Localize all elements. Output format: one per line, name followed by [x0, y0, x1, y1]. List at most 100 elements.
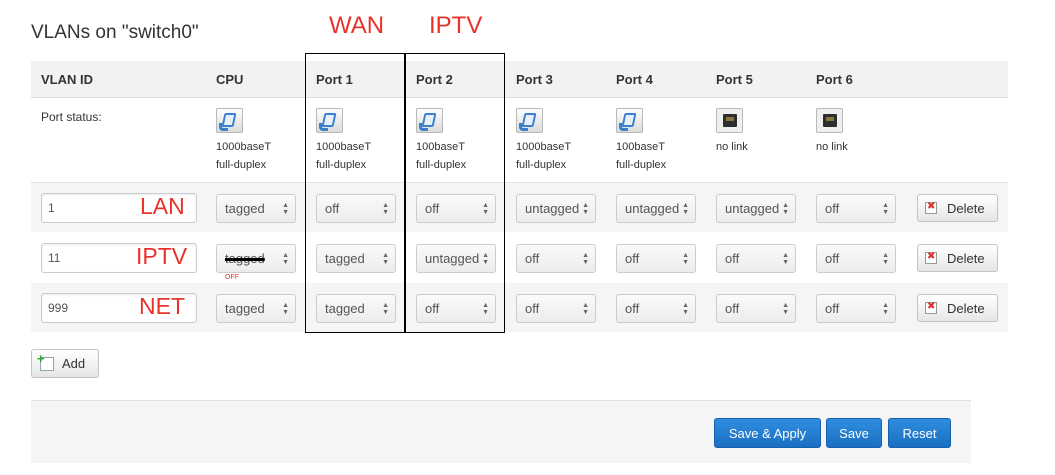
select-arrows-icon: ▲▼	[382, 302, 389, 316]
select-arrows-icon: ▲▼	[282, 302, 289, 316]
port-6-select[interactable]: off▲▼	[816, 194, 896, 223]
port-speed: 1000baseT	[516, 141, 572, 153]
select-arrows-icon: ▲▼	[882, 202, 889, 216]
port-2-select[interactable]: untagged▲▼	[416, 244, 496, 273]
port-speed: no link	[716, 141, 748, 153]
cpu-select[interactable]: tagged▲▼	[216, 244, 296, 273]
add-icon	[37, 351, 54, 371]
footer-actions: Save & Apply Save Reset	[31, 400, 971, 463]
port-speed: 100baseT	[616, 141, 665, 153]
delete-button[interactable]: Delete	[917, 194, 998, 222]
port-status-port-3: 1000baseT full-duplex	[516, 108, 606, 174]
ethernet-link-icon	[416, 108, 443, 133]
port-duplex: full-duplex	[316, 159, 367, 171]
port-2-select[interactable]: off▲▼	[416, 294, 496, 323]
ethernet-nolink-icon	[816, 108, 843, 133]
port-speed: no link	[816, 141, 848, 153]
port-speed: 1000baseT	[316, 141, 372, 153]
ethernet-link-icon	[516, 108, 543, 133]
iptv-row-annotation: IPTV	[136, 243, 188, 269]
port-3-select[interactable]: untagged▲▼	[516, 194, 596, 223]
cpu-select[interactable]: tagged▲▼	[216, 194, 296, 223]
ethernet-link-icon	[216, 108, 243, 133]
header-port-2: Port 2	[416, 72, 453, 87]
reset-button[interactable]: Reset	[888, 418, 951, 448]
port-duplex: full-duplex	[416, 159, 467, 171]
header-vlan-id: VLAN ID	[41, 72, 93, 87]
port-duplex: full-duplex	[216, 159, 267, 171]
table-row: LAN tagged▲▼ off▲▼ off▲▼ untagged▲▼ unta…	[31, 183, 1008, 233]
port-4-select[interactable]: untagged▲▼	[616, 194, 696, 223]
port-speed: 100baseT	[416, 141, 465, 153]
delete-button[interactable]: Delete	[917, 244, 998, 272]
net-annotation: NET	[139, 293, 185, 319]
port-speed: 1000baseT	[216, 141, 272, 153]
select-arrows-icon: ▲▼	[682, 252, 689, 266]
delete-icon	[925, 201, 937, 214]
save-button[interactable]: Save	[826, 418, 882, 448]
delete-icon	[925, 251, 937, 264]
table-row: IPTV tagged▲▼ OFF tagged▲▼ untagged▲▼ of…	[31, 233, 1008, 283]
port-5-select[interactable]: off▲▼	[716, 294, 796, 323]
lan-annotation: LAN	[140, 193, 185, 219]
port-duplex: full-duplex	[516, 159, 567, 171]
vlan-id-input[interactable]	[41, 193, 197, 223]
delete-button[interactable]: Delete	[917, 294, 998, 322]
ethernet-link-icon	[616, 108, 643, 133]
vlan-id-input[interactable]	[41, 243, 197, 273]
off-note: OFF	[225, 274, 239, 281]
port-status-port-5: no link	[716, 108, 806, 156]
ethernet-link-icon	[316, 108, 343, 133]
port-3-select[interactable]: off▲▼	[516, 244, 596, 273]
cpu-select[interactable]: tagged▲▼	[216, 294, 296, 323]
port-1-select[interactable]: tagged▲▼	[316, 244, 396, 273]
port-status-port-2: 100baseT full-duplex	[416, 108, 506, 174]
select-arrows-icon: ▲▼	[382, 252, 389, 266]
wan-annotation: WAN	[329, 12, 385, 39]
header-port-3: Port 3	[516, 72, 553, 87]
port-3-select[interactable]: off▲▼	[516, 294, 596, 323]
port-5-select[interactable]: untagged▲▼	[716, 194, 796, 223]
delete-icon	[925, 301, 937, 314]
select-arrows-icon: ▲▼	[682, 202, 689, 216]
select-arrows-icon: ▲▼	[482, 252, 489, 266]
select-arrows-icon: ▲▼	[282, 202, 289, 216]
table-header: VLAN ID CPU Port 1 Port 2 Port 3 Port 4 …	[31, 61, 1008, 98]
port-duplex: full-duplex	[616, 159, 667, 171]
port-1-select[interactable]: off▲▼	[316, 194, 396, 223]
port-status-port-4: 100baseT full-duplex	[616, 108, 706, 174]
save-apply-button[interactable]: Save & Apply	[714, 418, 821, 448]
port-status-cpu: 1000baseT full-duplex	[216, 108, 306, 174]
header-cpu: CPU	[216, 72, 244, 87]
port-4-select[interactable]: off▲▼	[616, 244, 696, 273]
select-arrows-icon: ▲▼	[482, 302, 489, 316]
port-status-port-1: 1000baseT full-duplex	[316, 108, 406, 174]
select-arrows-icon: ▲▼	[482, 202, 489, 216]
page-title: VLANs on "switch0"	[31, 22, 199, 43]
select-arrows-icon: ▲▼	[582, 302, 589, 316]
header-port-4: Port 4	[616, 72, 653, 87]
select-arrows-icon: ▲▼	[782, 302, 789, 316]
port-status-row: Port status: 1000baseT full-duplex 1000ba…	[31, 99, 1008, 183]
port-6-select[interactable]: off▲▼	[816, 294, 896, 323]
select-arrows-icon: ▲▼	[682, 302, 689, 316]
port-4-select[interactable]: off▲▼	[616, 294, 696, 323]
table-row: NET tagged▲▼ tagged▲▼ off▲▼ off▲▼ off▲▼ …	[31, 283, 1008, 333]
select-arrows-icon: ▲▼	[782, 202, 789, 216]
select-arrows-icon: ▲▼	[882, 252, 889, 266]
port-status-port-6: no link	[816, 108, 906, 156]
port-1-select[interactable]: tagged▲▼	[316, 294, 396, 323]
port-status-label: Port status:	[41, 110, 102, 124]
port-6-select[interactable]: off▲▼	[816, 244, 896, 273]
port-2-select[interactable]: off▲▼	[416, 194, 496, 223]
select-arrows-icon: ▲▼	[282, 252, 289, 266]
select-arrows-icon: ▲▼	[782, 252, 789, 266]
ethernet-nolink-icon	[716, 108, 743, 133]
port-5-select[interactable]: off▲▼	[716, 244, 796, 273]
select-arrows-icon: ▲▼	[582, 252, 589, 266]
iptv-annotation: IPTV	[429, 12, 483, 39]
select-arrows-icon: ▲▼	[382, 202, 389, 216]
header-port-6: Port 6	[816, 72, 853, 87]
vlan-id-input[interactable]	[41, 293, 197, 323]
add-button[interactable]: Add	[31, 349, 99, 378]
